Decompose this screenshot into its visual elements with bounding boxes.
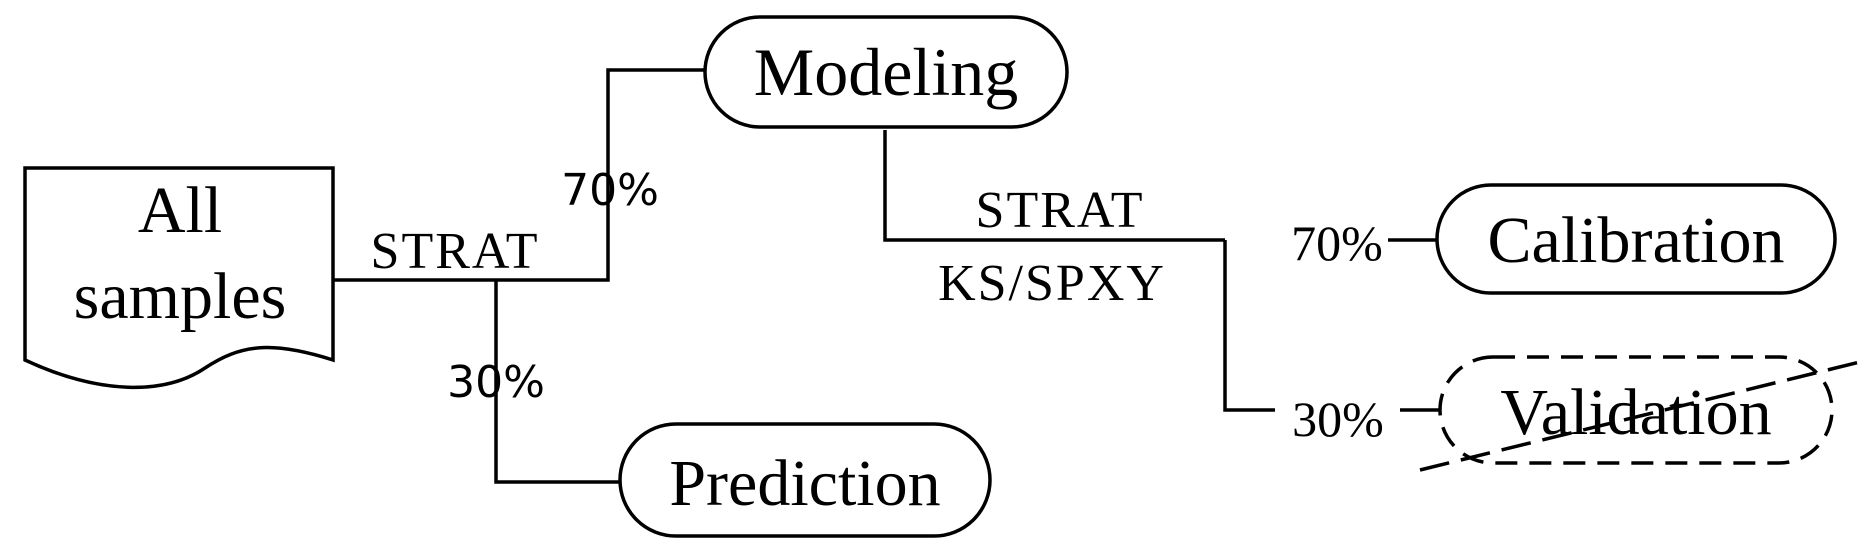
modeling-label: Modeling	[754, 34, 1018, 110]
modeling-box	[703, 15, 1069, 129]
all-samples-line2: samples	[74, 260, 287, 333]
connector-to-modeling	[333, 68, 705, 282]
split2-lower-pct-bg	[1282, 385, 1400, 437]
split1-lower-pct: 30%	[447, 357, 545, 408]
split2-method-top: STRAT	[976, 182, 1145, 239]
connector-to-validation-stem	[1223, 240, 1275, 412]
split2-upper-pct: 70%	[1291, 215, 1383, 271]
split1-upper-pct: 70%	[561, 165, 659, 216]
connector-to-prediction	[494, 280, 620, 484]
modeling-node: Modeling	[703, 15, 1069, 129]
strike-through-line	[1419, 360, 1861, 472]
calibration-node: Calibration	[1435, 183, 1837, 295]
calibration-label: Calibration	[1488, 204, 1785, 277]
prediction-label: Prediction	[669, 447, 940, 520]
validation-label: Validation	[1500, 376, 1771, 449]
all-samples-node: All samples	[23, 166, 335, 390]
connectors	[333, 68, 1440, 484]
split2-upper-pct-bg	[1285, 212, 1388, 264]
split1-method-label: STRAT	[371, 223, 540, 280]
connector-modeling-split	[883, 130, 1225, 242]
document-shape	[23, 166, 335, 390]
split2-lower-pct: 30%	[1292, 391, 1384, 447]
prediction-node: Prediction	[618, 422, 992, 538]
all-samples-line1: All	[138, 174, 222, 247]
split2-method-bottom: KS/SPXY	[938, 255, 1166, 312]
validation-box	[1438, 355, 1834, 465]
edge-labels: STRAT 70% 30% STRAT KS/SPXY 70% 30%	[371, 165, 1400, 447]
calibration-box	[1435, 183, 1837, 295]
prediction-box	[618, 422, 992, 538]
validation-node: Validation	[1419, 355, 1861, 472]
